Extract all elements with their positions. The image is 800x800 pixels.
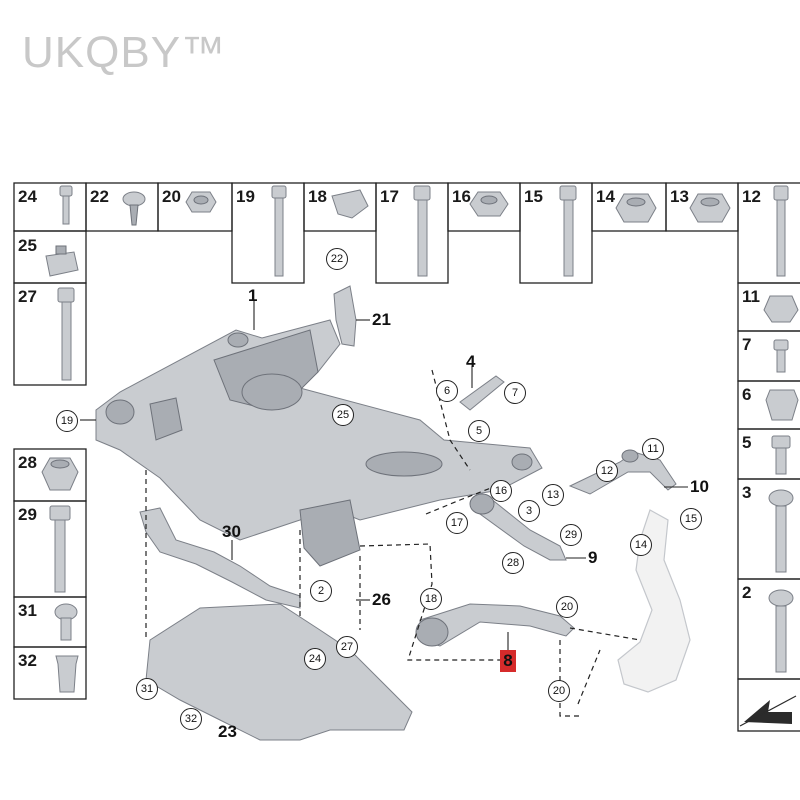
bolt-31-icon	[54, 603, 78, 641]
circle-callout-32: 32	[180, 708, 202, 730]
cell-label-13: 13	[670, 187, 689, 206]
callout-1: 1	[248, 286, 258, 305]
bolt-19-icon	[271, 185, 287, 277]
bolt-12-icon	[773, 185, 789, 277]
nut-20-icon	[185, 191, 217, 213]
circle-callout-22: 22	[326, 248, 348, 270]
circle-callout-20-lower: 20	[548, 680, 570, 702]
callout-26: 26	[372, 590, 391, 609]
cell-label-29: 29	[18, 505, 37, 524]
cell-label-2: 2	[742, 583, 751, 602]
cell-label-17: 17	[380, 187, 399, 206]
circle-callout-6: 6	[436, 380, 458, 402]
circle-callout-11: 11	[642, 438, 664, 460]
circle-callout-5: 5	[468, 420, 490, 442]
cell-label-20: 20	[162, 187, 181, 206]
cell-label-31: 31	[18, 601, 37, 620]
callout-30: 30	[222, 522, 241, 541]
right-part-table: 11 7 6 5 3 2	[737, 282, 800, 732]
cell-label-27: 27	[18, 287, 37, 306]
bolt-17-icon	[413, 185, 431, 277]
cell-label-15: 15	[524, 187, 543, 206]
nut-28-icon	[41, 457, 79, 491]
highlighted-part-8: 8	[500, 650, 516, 672]
circle-callout-3: 3	[518, 500, 540, 522]
clip-nut-25-icon	[45, 245, 79, 277]
steering-knuckle	[617, 509, 691, 693]
cell-label-19: 19	[236, 187, 255, 206]
circle-callout-18: 18	[420, 588, 442, 610]
circle-callout-24: 24	[304, 648, 326, 670]
bolt-29-icon	[49, 505, 71, 593]
nut-14-icon	[615, 193, 657, 223]
cell-label-16: 16	[452, 187, 471, 206]
bracket-21	[333, 285, 357, 347]
cell-label-14: 14	[596, 187, 615, 206]
screw-22-icon	[122, 191, 146, 226]
callout-10: 10	[690, 477, 709, 496]
callout-21: 21	[372, 310, 391, 329]
strut-4	[459, 375, 505, 411]
bolt-3-icon	[768, 489, 794, 573]
cell-label-25: 25	[18, 236, 37, 255]
sleeve-32-icon	[55, 655, 79, 693]
circle-callout-29: 29	[560, 524, 582, 546]
nut-16-icon	[469, 191, 509, 217]
circle-callout-20: 20	[556, 596, 578, 618]
callout-4: 4	[466, 352, 476, 371]
circle-callout-16: 16	[490, 480, 512, 502]
circle-callout-19: 19	[56, 410, 78, 432]
bolt-24-icon	[59, 185, 73, 225]
cell-label-7: 7	[742, 335, 751, 354]
bolt-27-icon	[57, 287, 75, 381]
circle-callout-15: 15	[680, 508, 702, 530]
cell-label-28: 28	[18, 453, 37, 472]
nut-11-icon	[763, 295, 799, 323]
cell-label-18: 18	[308, 187, 327, 206]
bolt-2-icon	[768, 589, 794, 673]
nut-13-icon	[689, 193, 731, 223]
bracket-18-icon	[331, 189, 369, 219]
circle-callout-13: 13	[542, 484, 564, 506]
bolt-5-icon	[771, 435, 791, 475]
top-part-table: 24 22 20 19 18 17 16 15 14 13 12	[13, 182, 800, 284]
circle-callout-25: 25	[332, 404, 354, 426]
bolt-7-icon	[773, 339, 789, 373]
cell-label-24: 24	[18, 187, 37, 206]
circle-callout-17: 17	[446, 512, 468, 534]
nut-6-icon	[765, 389, 799, 421]
cell-label-22: 22	[90, 187, 109, 206]
cell-label-32: 32	[18, 651, 37, 670]
cell-label-6: 6	[742, 385, 751, 404]
cell-label-5: 5	[742, 433, 751, 452]
circle-callout-27: 27	[336, 636, 358, 658]
circle-callout-2: 2	[310, 580, 332, 602]
callout-23: 23	[218, 722, 237, 741]
left-part-table: 25 27 28 29 31 32	[13, 230, 87, 700]
front-subframe	[95, 319, 543, 567]
circle-callout-28: 28	[502, 552, 524, 574]
watermark: UKQBY™	[22, 28, 227, 77]
cell-label-12: 12	[742, 187, 761, 206]
underbody-guard-23	[145, 603, 413, 741]
circle-callout-7: 7	[504, 382, 526, 404]
circle-callout-12: 12	[596, 460, 618, 482]
cell-label-3: 3	[742, 483, 751, 502]
circle-callout-31: 31	[136, 678, 158, 700]
cell-label-11: 11	[742, 287, 760, 306]
circle-callout-14: 14	[630, 534, 652, 556]
tension-strut-9	[473, 497, 567, 561]
arrow-box-icon	[739, 695, 797, 727]
callout-9: 9	[588, 548, 598, 567]
bolt-15-icon	[559, 185, 577, 277]
